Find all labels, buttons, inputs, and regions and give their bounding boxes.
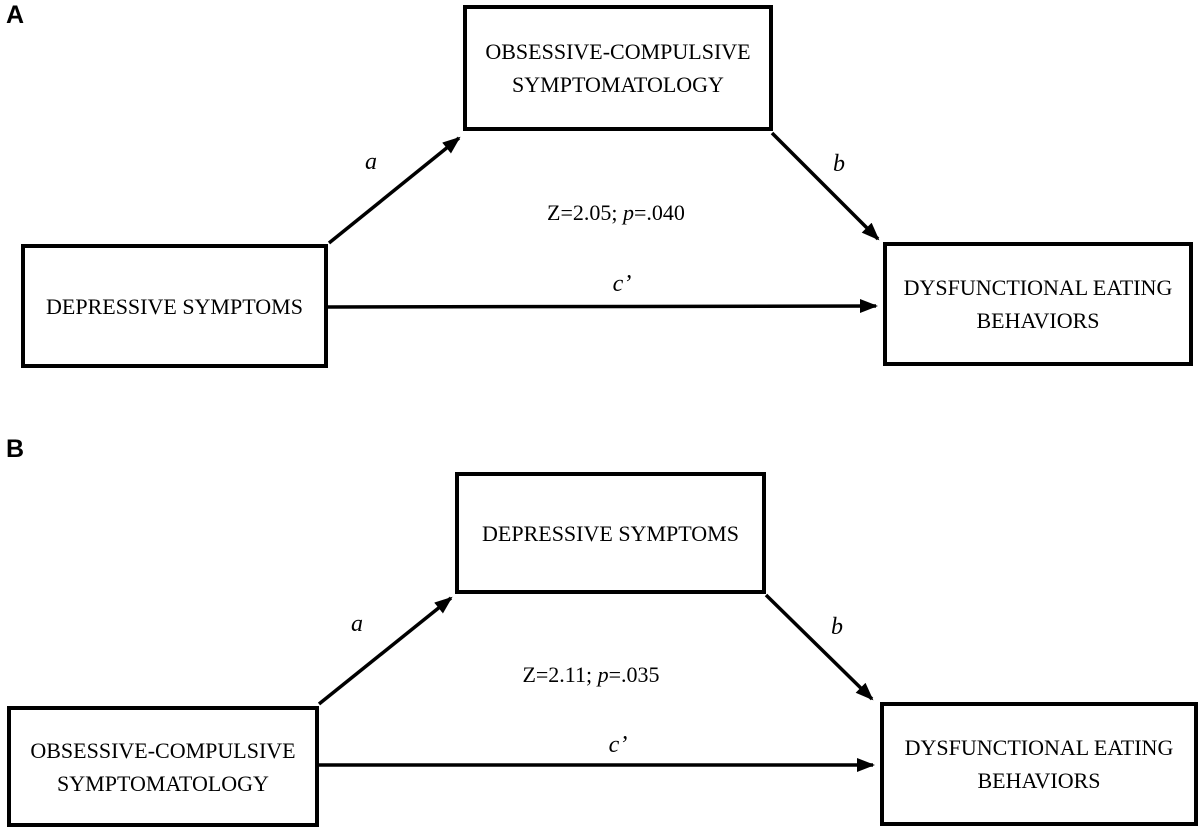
panel-a-label: A xyxy=(6,1,25,29)
panel-a-predictor-box: DEPRESSIVE SYMPTOMS xyxy=(21,244,328,368)
panel-a-mediator-text: OBSESSIVE-COMPULSIVE SYMPTOMATOLOGY xyxy=(485,39,751,97)
panel-a-predictor-text: DEPRESSIVE SYMPTOMS xyxy=(46,293,303,319)
panel-b-predictor-box: OBSESSIVE-COMPULSIVE SYMPTOMATOLOGY xyxy=(7,706,319,827)
panel-a-sobel-z: Z=2.05; xyxy=(547,200,618,225)
panel-b-mediator-box: DEPRESSIVE SYMPTOMS xyxy=(455,472,766,594)
panel-a-path-a-label: a xyxy=(365,149,377,175)
panel-a-path-c-label: c’ xyxy=(612,271,632,297)
panel-a-path-c-arrow xyxy=(327,299,878,314)
panel-a-path-b-label: b xyxy=(833,151,845,177)
panel-b-sobel-p: p xyxy=(597,662,609,687)
panel-b-outcome-text: DYSFUNCTIONAL EATING BEHAVIORS xyxy=(904,735,1174,793)
panel-a-mediator-box: OBSESSIVE-COMPULSIVE SYMPTOMATOLOGY xyxy=(463,5,773,131)
panel-b-path-b-arrow xyxy=(764,593,874,701)
panel-b-sobel-statistic: Z=2.11; p=.035 xyxy=(522,664,659,686)
panel-a-sobel-p-value: =.040 xyxy=(634,200,685,225)
panel-a-path-b-arrow xyxy=(770,131,880,241)
panel-a-sobel-p: p xyxy=(623,200,635,225)
panel-b-label: B xyxy=(6,435,25,463)
panel-b-predictor-text: OBSESSIVE-COMPULSIVE SYMPTOMATOLOGY xyxy=(30,737,296,796)
panel-a-outcome-box: DYSFUNCTIONAL EATING BEHAVIORS xyxy=(883,242,1193,366)
panel-b-path-a-label: a xyxy=(351,611,363,637)
panel-a-path-a-arrow xyxy=(327,136,461,245)
panel-a-outcome-text: DYSFUNCTIONAL EATING BEHAVIORS xyxy=(903,275,1173,333)
panel-b-outcome-box: DYSFUNCTIONAL EATING BEHAVIORS xyxy=(880,702,1198,826)
panel-b-mediator-text: DEPRESSIVE SYMPTOMS xyxy=(482,520,739,546)
panel-b-sobel-p-value: =.035 xyxy=(608,662,660,687)
panel-b-path-a-arrow xyxy=(317,596,453,706)
panel-b-path-c-label: c’ xyxy=(608,732,628,758)
panel-a-sobel-statistic: Z=2.05; p=.040 xyxy=(547,202,685,224)
panel-b-path-b-label: b xyxy=(831,614,843,640)
panel-b-sobel-z: Z=2.11; xyxy=(522,662,593,687)
